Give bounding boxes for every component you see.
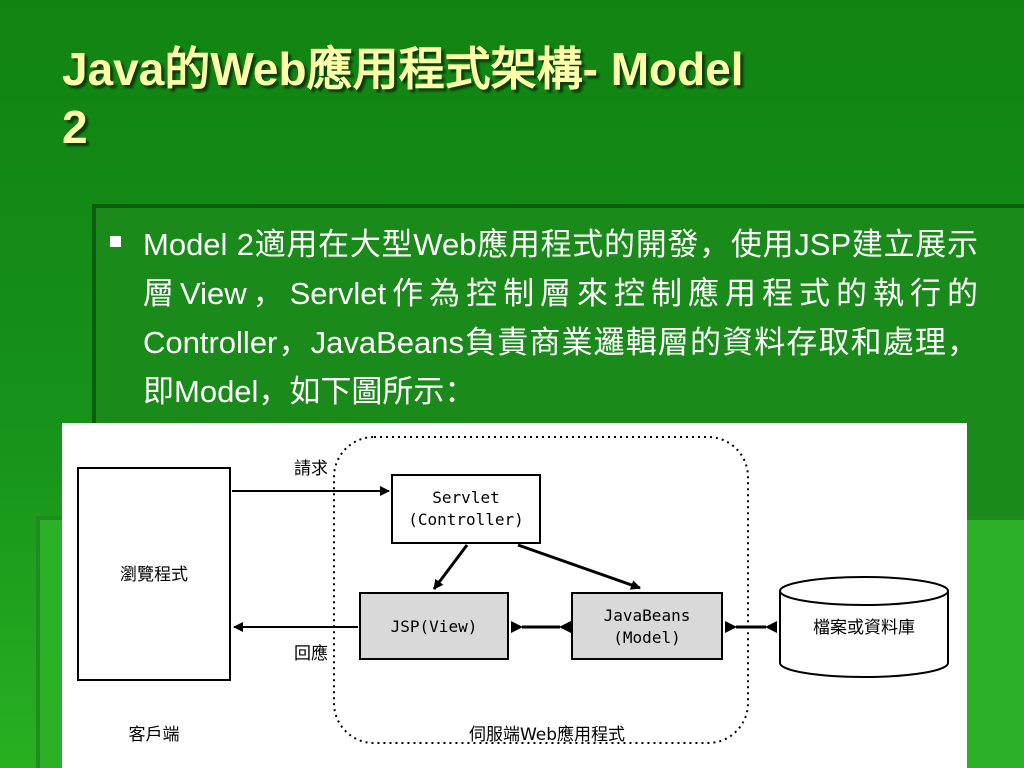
server-boundary bbox=[333, 436, 749, 744]
jsp-box bbox=[359, 592, 509, 660]
database-label: 檔案或資料庫 bbox=[813, 618, 915, 638]
servlet-box bbox=[391, 474, 541, 544]
javabeans-box bbox=[571, 592, 723, 660]
browser-box bbox=[77, 467, 231, 681]
jsp-label: JSP(View) bbox=[391, 617, 478, 636]
bullet-text: Model 2適用在大型Web應用程式的開發，使用JSP建立展示層View，Se… bbox=[143, 227, 978, 409]
database-cylinder bbox=[779, 576, 949, 678]
request-label: 請求 bbox=[294, 459, 328, 479]
javabeans-label: JavaBeans bbox=[604, 606, 691, 625]
servlet-to-javabeans-arrow bbox=[517, 543, 641, 590]
server-label: 伺服端Web應用程式 bbox=[469, 724, 625, 745]
architecture-diagram: 瀏覽程式 請求 回應 Servlet (Controller) JSP(View… bbox=[62, 423, 967, 768]
slide-title-line1: Java的Web應用程式架構- Model bbox=[62, 43, 744, 95]
servlet-sub-label: (Controller) bbox=[408, 510, 524, 529]
client-label: 客戶端 bbox=[129, 725, 180, 745]
slide-title-line2: 2 bbox=[62, 101, 88, 153]
servlet-label: Servlet bbox=[432, 488, 499, 507]
servlet-to-jsp-arrow bbox=[432, 544, 469, 590]
slide-title: Java的Web應用程式架構- Model 2 bbox=[62, 40, 982, 156]
javabeans-sub-label: (Model) bbox=[613, 628, 680, 647]
bullet-icon bbox=[110, 236, 121, 247]
response-label: 回應 bbox=[294, 643, 328, 664]
diagram-svg: 瀏覽程式 請求 回應 Servlet (Controller) JSP(View… bbox=[77, 436, 949, 745]
browser-label: 瀏覽程式 bbox=[120, 565, 188, 585]
